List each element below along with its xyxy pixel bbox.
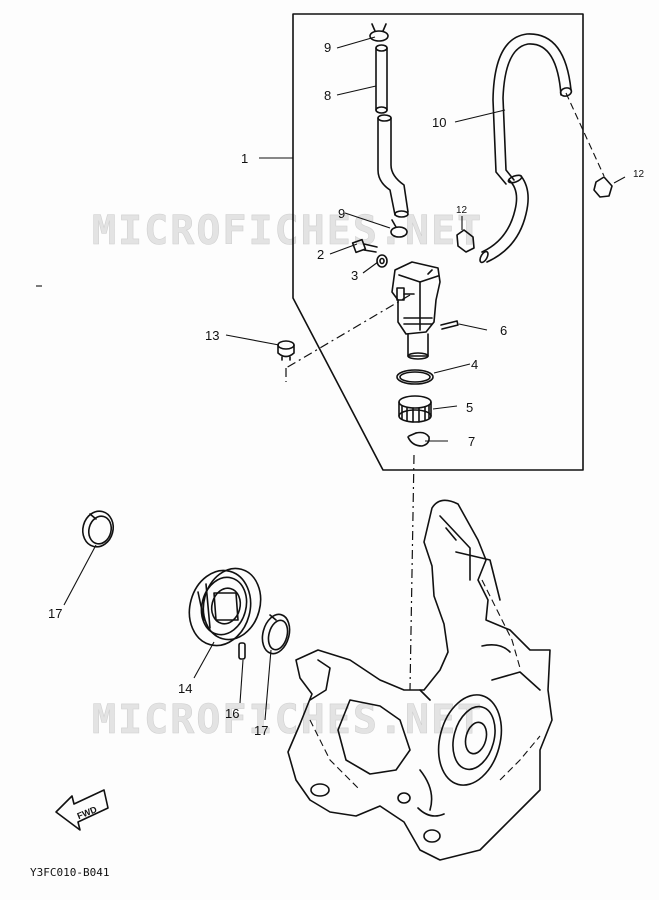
label-part-2: 2 (317, 247, 324, 262)
label-part-13: 13 (205, 328, 219, 343)
label-part-12-right: 12 (633, 169, 645, 180)
housing-hidden-lines (309, 579, 541, 791)
cap-part-12-inner (456, 229, 475, 253)
label-part-16: 16 (225, 706, 239, 721)
o-ring-part-4 (396, 369, 434, 385)
leader-lines (63, 36, 626, 721)
forward-arrow-label: FWD (76, 804, 99, 821)
label-part-6: 6 (500, 323, 507, 338)
label-part-8: 8 (324, 88, 331, 103)
figure-code: Y3FC010-B041 (30, 866, 109, 879)
hose-part-10 (479, 33, 573, 264)
label-part-5: 5 (466, 400, 473, 415)
clip-part-9-top (369, 23, 389, 42)
assembly-outline (292, 13, 584, 471)
label-part-3: 3 (351, 268, 358, 283)
dashed-alignment-lines (285, 92, 605, 691)
label-part-10: 10 (432, 115, 446, 130)
label-part-12-inner: 12 (456, 205, 468, 216)
label-part-1: 1 (241, 151, 248, 166)
pin-part-6 (440, 320, 459, 330)
label-part-14: 14 (178, 681, 192, 696)
watermark-bottom: MICROFICHES.NET (92, 697, 483, 743)
circlip-part-7 (407, 431, 430, 447)
label-part-9-top: 9 (324, 40, 331, 55)
watermark-top: MICROFICHES.NET (92, 208, 483, 254)
pin-part-16 (238, 642, 246, 660)
label-part-7: 7 (468, 434, 475, 449)
gear-part-5 (398, 395, 432, 423)
clip-part-9-lower (390, 219, 408, 238)
washer-part-3 (376, 254, 388, 268)
part-labels: 1 2 3 4 5 6 7 8 9 9 10 12 12 13 14 16 17… (48, 40, 645, 738)
label-part-17-right: 17 (254, 723, 268, 738)
forward-arrow-icon: FWD (55, 789, 109, 831)
fuel-cock-body (391, 261, 441, 360)
cap-part-12-right (593, 176, 613, 198)
pulley-part-14 (188, 567, 262, 647)
label-part-17-left: 17 (48, 606, 62, 621)
bolt-part-13 (277, 340, 295, 361)
circlip-part-17-right (261, 613, 291, 655)
screw-part-2 (351, 238, 378, 254)
label-part-4: 4 (471, 357, 478, 372)
label-part-9-lower: 9 (338, 206, 345, 221)
circlip-part-17-left (81, 510, 115, 548)
hose-part-8 (375, 44, 409, 218)
crankcase-housing (287, 499, 553, 861)
